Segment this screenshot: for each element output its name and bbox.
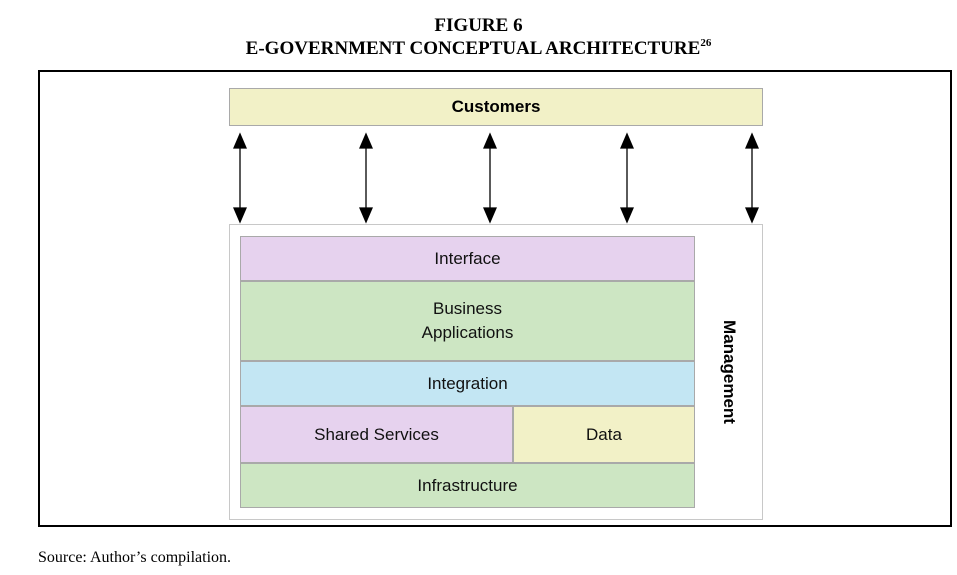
footnote-reference: 26 <box>700 37 712 49</box>
figure-title: E-GOVERNMENT CONCEPTUAL ARCHITECTURE26 <box>0 38 957 60</box>
source-note: Source: Author’s compilation. <box>38 549 232 566</box>
management-label-text: Management <box>720 320 739 424</box>
integration-layer: Integration <box>240 361 695 406</box>
figure-frame <box>38 70 952 527</box>
infrastructure-layer: Infrastructure <box>240 463 695 508</box>
interface-layer: Interface <box>240 236 695 281</box>
arrow-4 <box>620 132 634 224</box>
business-applications-line-1: Business <box>433 299 502 318</box>
shared-services-layer: Shared Services <box>240 406 513 463</box>
figure-title-text: E-GOVERNMENT CONCEPTUAL ARCHITECTURE <box>245 38 701 59</box>
business-applications-line-2: Applications <box>421 323 514 342</box>
customers-layer: Customers <box>229 88 763 126</box>
arrow-2 <box>359 132 373 224</box>
data-layer: Data <box>513 406 695 463</box>
business-applications-layer: Business Applications <box>240 281 695 361</box>
arrow-3 <box>483 132 497 224</box>
figure-number: FIGURE 6 <box>434 15 523 36</box>
arrow-5 <box>745 132 759 224</box>
arrow-1 <box>233 132 247 224</box>
